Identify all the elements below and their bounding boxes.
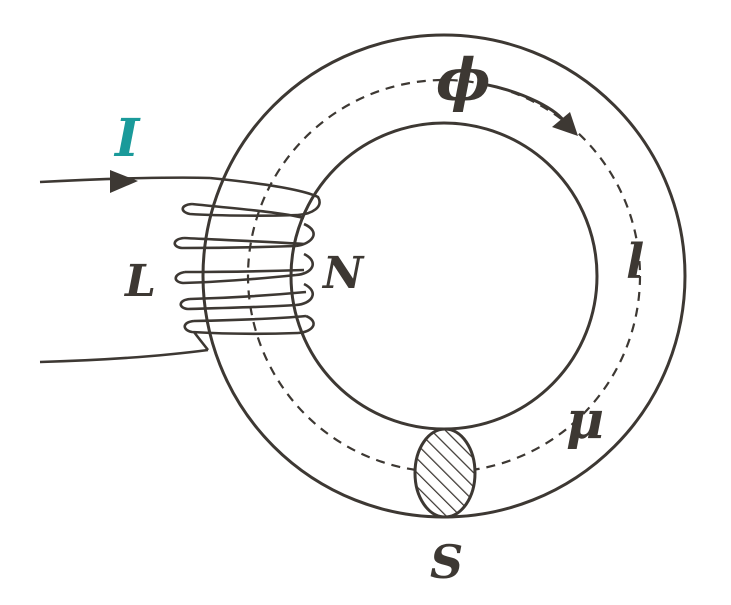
arrow-icon bbox=[552, 112, 578, 136]
cross-section-area bbox=[413, 427, 477, 519]
turns-label: N bbox=[321, 248, 365, 299]
current-label: I bbox=[113, 108, 141, 169]
winding-coil bbox=[39, 176, 321, 364]
input-lead-wire bbox=[39, 176, 211, 184]
output-lead-wire bbox=[39, 348, 209, 364]
flux-direction-arrow bbox=[482, 82, 578, 136]
area-label: S bbox=[430, 535, 463, 589]
flux-label: ϕ bbox=[436, 46, 491, 114]
current-direction-arrow-icon bbox=[110, 170, 138, 193]
permeability-label: μ bbox=[566, 390, 604, 451]
path-length-label: l bbox=[626, 234, 644, 290]
inductance-label: L bbox=[123, 256, 156, 307]
